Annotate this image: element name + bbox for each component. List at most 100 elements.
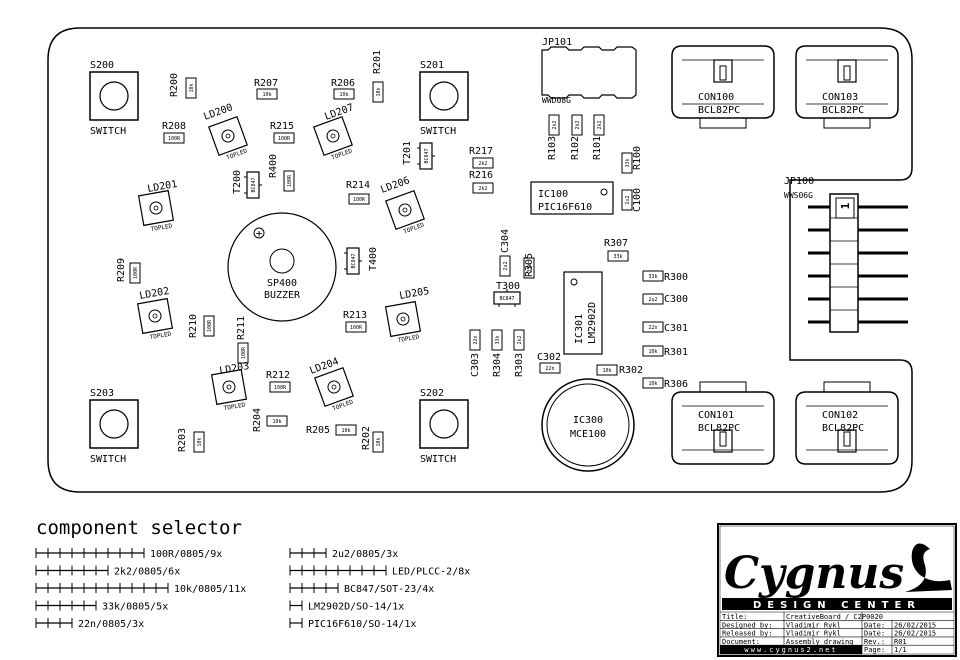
transistor-id: T300 (496, 281, 520, 292)
resistor-value: 10k (262, 92, 271, 98)
resistor-value: 2k2 (575, 120, 581, 129)
connector-id: CON100 (698, 92, 734, 103)
resistor-value: 2k2 (597, 120, 603, 129)
led-package: TOPLED (332, 398, 355, 412)
resistor-r217: 2k2 R217 (469, 146, 494, 169)
resistor-value: 100R (168, 136, 181, 142)
selector-row: LED/PLCC-2/8x (289, 565, 470, 578)
resistor-value: 2k2 (517, 335, 523, 344)
capacitor-c302: 22n C302 (537, 352, 561, 374)
capacitor-id: C301 (664, 323, 688, 334)
selector-label: PIC16F610/SO-14/1x (308, 619, 416, 630)
titleblock-value2: 1/1 (894, 646, 907, 654)
titleblock-value: Assembly drawing (786, 638, 853, 646)
resistor-id: R209 (116, 258, 127, 282)
resistor-value: 10k (341, 428, 350, 434)
jp101-header: JP101 WWD08G (541, 37, 637, 105)
connectors: CON100BCL82PCCON103BCL82PCCON101BCL82PCC… (671, 45, 899, 465)
connector-id: CON102 (822, 410, 858, 421)
resistor-value: 100R (353, 197, 366, 203)
resistor-id: R306 (664, 379, 688, 390)
connector-name: BCL82PC (822, 423, 864, 434)
selector-row: LM2902D/SO-14/1x (289, 600, 404, 613)
titleblock-value: Vladimir Rykl (786, 621, 841, 629)
capacitor-id: C302 (537, 352, 561, 363)
resistor-id: R307 (604, 238, 628, 249)
resistor-value: 10k (197, 437, 203, 446)
titleblock-row: Title:CreativeBoard / C2P0020 (722, 613, 883, 621)
component-selector: component selector 100R/0805/9x2k2/0805/… (35, 517, 470, 630)
resistor-id: R300 (664, 272, 688, 283)
resistor-id: R302 (619, 365, 643, 376)
ic100-id: IC100 (538, 189, 568, 200)
buzzer-id: SP400 (267, 278, 297, 289)
capacitor-id: C300 (664, 294, 688, 305)
switch-id: S201 (420, 60, 444, 71)
board-outline (47, 27, 913, 493)
resistor-id: R217 (469, 146, 493, 157)
resistor-value: 2k2 (552, 120, 558, 129)
selector-row: 10k/0805/11x (35, 583, 246, 595)
selector-label: 22n/0805/3x (78, 619, 144, 630)
titleblock-key2: Date: (864, 630, 885, 638)
led-id: LD204 (308, 356, 340, 377)
transistor-t400: BC847 T400 (344, 247, 379, 275)
ic300-name: MCE100 (570, 429, 606, 440)
led-package: TOPLED (331, 147, 354, 161)
capacitor-id: C303 (470, 353, 481, 377)
resistor-value: 100R (287, 174, 293, 187)
selector-label: 2u2/0805/3x (332, 549, 398, 560)
transistor-id: T400 (368, 247, 379, 271)
capacitor-c300: 2u2 C300 (642, 293, 688, 305)
capacitor-value: 2u2 (503, 261, 509, 270)
resistor-id: R215 (270, 121, 294, 132)
titleblock-key2: Page: (864, 646, 885, 654)
resistor-id: R212 (266, 370, 290, 381)
connector-name: BCL82PC (698, 423, 740, 434)
resistor-id: R211 (236, 316, 247, 340)
jp100-id: JP100 (784, 176, 814, 187)
resistor-id: R214 (346, 180, 370, 191)
jp100-pin1: 1 (839, 202, 852, 209)
title-block: Cygnus DESIGN CENTER Title:CreativeBoard… (717, 523, 957, 657)
resistor-id: R101 (592, 136, 603, 160)
resistor-value: 2k2 (478, 161, 487, 167)
jp101-id: JP101 (542, 37, 572, 48)
resistor-value: 33k (495, 335, 501, 344)
resistor-value: 10k (339, 92, 348, 98)
resistor-id: R100 (632, 146, 643, 170)
led-package: TOPLED (226, 147, 249, 161)
ic301-id: IC301 (574, 314, 585, 344)
connector-id: CON103 (822, 92, 858, 103)
resistor-value: 100R (274, 385, 287, 391)
led-package: TOPLED (397, 333, 420, 344)
resistor-id: R206 (331, 78, 355, 89)
selector-row: 100R/0805/9x (35, 548, 222, 560)
resistor-id: R208 (162, 121, 186, 132)
transistor-package: BC847 (351, 253, 357, 268)
capacitor-value: 22n (545, 366, 554, 372)
capacitor-value: 2u2 (648, 297, 657, 303)
selector-row: 2k2/0805/6x (35, 565, 180, 578)
